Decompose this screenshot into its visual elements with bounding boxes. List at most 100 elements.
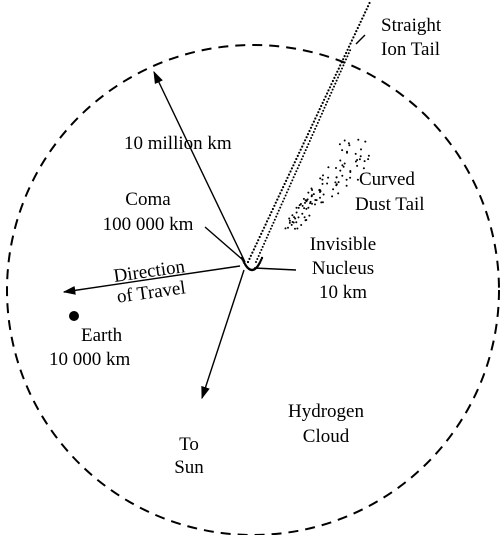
tail-dot [301, 145, 304, 148]
tail-dot [291, 214, 294, 217]
tail-dot [364, 11, 367, 14]
tail-dot [270, 211, 273, 214]
tail-dot [279, 206, 282, 209]
tail-dot [341, 174, 344, 177]
tail-dot [283, 197, 286, 200]
tail-dot [296, 167, 299, 170]
tail-dot [307, 206, 310, 209]
tail-dot [288, 221, 291, 224]
nucleus-label-2: Nucleus [312, 258, 374, 279]
tail-dot [265, 236, 268, 239]
tail-dot [324, 95, 327, 98]
tail-dot [315, 114, 318, 117]
tail-dot [255, 242, 258, 245]
tail-dot [282, 186, 285, 189]
tail-dot [359, 20, 362, 23]
tail-dot [256, 258, 259, 260]
tail-dot [286, 176, 289, 179]
tail-dot [349, 170, 352, 172]
tail-dot [272, 221, 275, 224]
tail-dot [261, 245, 264, 248]
tail-dot [267, 217, 270, 220]
tail-dot [319, 177, 322, 180]
tail-dot [322, 174, 324, 177]
tail-dot [367, 158, 370, 161]
tail-dot [260, 258, 263, 261]
tail-dot [333, 85, 335, 88]
dust-tail [284, 138, 370, 230]
tail-dot [294, 173, 296, 176]
tail-dot [295, 170, 298, 173]
tail-dot [335, 79, 338, 82]
tail-dot [326, 182, 329, 185]
tail-dot [326, 100, 329, 103]
tail-dot [277, 209, 280, 212]
tail-dot [274, 201, 277, 204]
tail-dot [295, 206, 298, 209]
tail-dot [319, 189, 322, 192]
tail-dot [268, 230, 271, 233]
tail-dot [287, 173, 291, 176]
tail-dot [296, 154, 299, 157]
tail-dot [354, 152, 357, 155]
tail-dot [327, 166, 330, 169]
hydrogen-cloud-boundary [6, 44, 500, 535]
tail-dot [330, 91, 333, 94]
tail-dot [310, 187, 313, 190]
scale-10m-label: 10 million km [124, 133, 232, 154]
hydrogen-label-2: Cloud [303, 426, 350, 447]
tail-dot [290, 223, 293, 226]
tail-dot [331, 79, 334, 83]
tail-dot [342, 165, 345, 168]
tail-dot [281, 200, 284, 203]
tail-dot [269, 227, 272, 230]
tail-dot [319, 191, 321, 193]
tail-dot [320, 201, 323, 204]
tail-dot [260, 256, 264, 260]
tail-dot [353, 33, 356, 36]
tail-dot [277, 195, 280, 198]
tail-dot [338, 73, 341, 76]
earth-label-2: 10 000 km [49, 349, 131, 370]
tail-dot [271, 207, 274, 211]
tail-dot [365, 8, 368, 11]
tail-dot [339, 169, 342, 172]
tail-dot [304, 139, 307, 142]
tail-dot [311, 202, 313, 205]
tail-dot [356, 159, 359, 161]
tail-dot [273, 204, 276, 207]
tail-dot [316, 121, 319, 124]
tail-dot [347, 142, 350, 145]
tail-dot [341, 67, 343, 70]
tail-dot [264, 223, 267, 226]
tail-dot [291, 221, 294, 223]
tail-dot [345, 178, 348, 181]
ion-tail [246, 1, 371, 264]
direction-arrow [62, 265, 241, 295]
tail-dot [298, 164, 300, 167]
tail-dot [346, 150, 348, 153]
tail-dot [299, 148, 302, 151]
tail-dot [342, 64, 345, 67]
tail-dot [311, 123, 314, 126]
tail-dot [348, 144, 351, 147]
tail-dot [295, 221, 298, 224]
tail-dot [265, 220, 269, 223]
tail-dot [289, 182, 292, 185]
tail-dot [303, 152, 306, 155]
tail-dot [320, 104, 323, 108]
coma-label-2: 100 000 km [103, 214, 194, 235]
tail-dot [257, 255, 260, 257]
tail-dot [294, 217, 297, 220]
tail-dot [314, 199, 317, 201]
tail-dot [308, 214, 311, 217]
tail-dot [346, 48, 349, 51]
tail-dot [287, 226, 289, 229]
tail-dot [368, 1, 371, 5]
tail-dot [335, 176, 338, 179]
tail-dot [332, 188, 335, 191]
tail-dot [309, 126, 313, 129]
tail-dot [318, 108, 321, 111]
dust-tail-label-2: Dust Tail [355, 194, 425, 215]
tail-dot [347, 45, 351, 48]
